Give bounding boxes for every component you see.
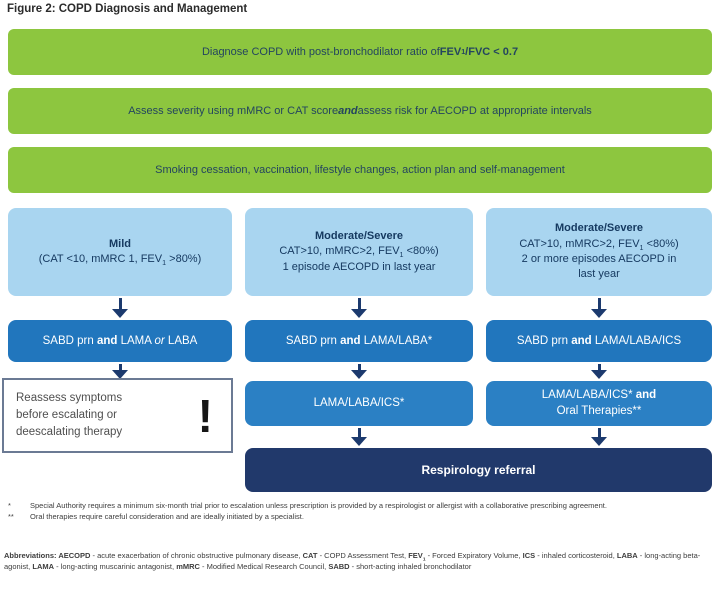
severity-header-mild: Mild(CAT <10, mMRC 1, FEV1 >80%) [8, 208, 232, 296]
treatment-box-mild: SABD prn and LAMA or LABA [8, 320, 232, 362]
down-arrow-icon [591, 364, 607, 379]
assess-severity-bar: Assess severity using mMRC or CAT score … [8, 88, 712, 134]
reassess-text: Reassess symptoms before escalating or d… [16, 391, 123, 439]
down-arrow-icon [112, 364, 128, 379]
figure-title: Figure 2: COPD Diagnosis and Management [7, 3, 248, 15]
footnote-special-authority: * Special Authority requires a minimum s… [8, 501, 712, 512]
referral-label: Respirology referral [421, 463, 536, 477]
reassess-box: Reassess symptoms before escalating or d… [2, 378, 233, 453]
lifestyle-bar: Smoking cessation, vaccination, lifestyl… [8, 147, 712, 193]
footnote-marker: ** [8, 511, 14, 521]
down-arrow-icon [591, 298, 607, 318]
abbreviations: Abbreviations: AECOPD - acute exacerbati… [4, 551, 701, 572]
down-arrow-icon [351, 428, 367, 446]
treatment-box-moderate-1-text: SABD prn and LAMA/LABA* [285, 335, 433, 347]
treatment-box-moderate-1: SABD prn and LAMA/LABA* [245, 320, 473, 362]
down-arrow-icon [351, 364, 367, 379]
footnote-text: Special Authority requires a minimum six… [30, 501, 607, 510]
treatment-box-moderate-2-text: SABD prn and LAMA/LABA/ICS [516, 335, 682, 347]
footnote-oral-therapies: ** Oral therapies require careful consid… [8, 512, 712, 523]
footnote-marker: * [8, 501, 11, 510]
escalation-box-moderate-1: LAMA/LABA/ICS* [245, 381, 473, 426]
treatment-box-moderate-2: SABD prn and LAMA/LABA/ICS [486, 320, 712, 362]
down-arrow-icon [591, 428, 607, 446]
down-arrow-icon [351, 298, 367, 318]
diagnose-bar: Diagnose COPD with post-bronchodilator r… [8, 29, 712, 75]
referral-box: Respirology referral [245, 448, 712, 492]
down-arrow-icon [112, 298, 128, 318]
escalation-box-moderate-1-text: LAMA/LABA/ICS* [313, 396, 405, 409]
severity-header-mild-text: Mild(CAT <10, mMRC 1, FEV1 >80%) [38, 237, 202, 268]
footnote-text: Oral therapies require careful considera… [30, 511, 304, 521]
treatment-box-mild-text: SABD prn and LAMA or LABA [42, 335, 198, 347]
exclamation-icon: ! [197, 389, 213, 442]
footnotes: * Special Authority requires a minimum s… [8, 501, 712, 523]
